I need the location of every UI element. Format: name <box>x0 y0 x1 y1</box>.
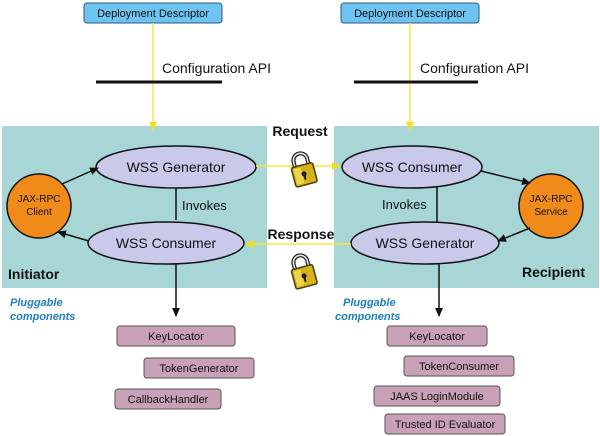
left-component-label: KeyLocator <box>148 331 204 343</box>
client-label-line1: JAX-RPC <box>18 194 61 205</box>
service-label-line1: JAX-RPC <box>530 194 573 205</box>
right-component-label: Trusted ID Evaluator <box>395 419 496 431</box>
right-deployment-descriptor: Deployment Descriptor <box>340 2 480 24</box>
padlock-icon <box>290 253 318 290</box>
recipient-label: Recipient <box>522 264 585 280</box>
right-wss-consumer: WSS Consumer <box>341 145 483 189</box>
consumer-to-service-arrow <box>480 170 531 185</box>
left-generator-label: WSS Generator <box>127 159 226 175</box>
response-label: Response <box>268 226 335 242</box>
left-component-callbackhandler: CallbackHandler <box>114 388 222 410</box>
right-component-label: JAAS LoginModule <box>390 391 484 403</box>
service-label-line2: Service <box>534 207 568 218</box>
left-consumer-label: WSS Consumer <box>116 235 217 251</box>
left-wss-consumer: WSS Consumer <box>87 221 245 265</box>
left-pluggable-line1: Pluggable <box>10 297 63 309</box>
right-component-trusted-id-evaluator: Trusted ID Evaluator <box>384 413 506 435</box>
right-invokes-label: Invokes <box>382 197 427 212</box>
consumer-to-client-arrow <box>57 230 90 242</box>
left-descriptor-label: Deployment Descriptor <box>97 8 209 20</box>
right-generator-label: WSS Generator <box>376 235 475 251</box>
right-component-label: TokenConsumer <box>419 361 499 373</box>
left-component-keylocator: KeyLocator <box>116 325 236 347</box>
jax-rpc-client: JAX-RPC Client <box>6 173 72 239</box>
left-component-label: TokenGenerator <box>160 363 239 375</box>
left-invokes-label: Invokes <box>182 198 227 213</box>
client-label-line2: Client <box>26 207 52 218</box>
right-consumer-label: WSS Consumer <box>362 159 463 175</box>
left-component-label: CallbackHandler <box>128 394 209 406</box>
right-component-tokenconsumer: TokenConsumer <box>403 355 515 377</box>
service-to-generator-arrow <box>497 227 531 242</box>
right-pluggable-line2: components <box>335 311 400 323</box>
padlock-icon <box>290 151 318 188</box>
right-component-jaas-loginmodule: JAAS LoginModule <box>373 385 501 407</box>
right-component-label: KeyLocator <box>409 331 465 343</box>
left-config-api-label: Configuration API <box>162 60 271 76</box>
right-component-keylocator: KeyLocator <box>386 325 488 347</box>
initiator-label: Initiator <box>8 266 60 282</box>
left-pluggable-line2: components <box>10 311 75 323</box>
right-descriptor-label: Deployment Descriptor <box>354 8 466 20</box>
jax-rpc-service: JAX-RPC Service <box>518 173 584 239</box>
left-wss-generator: WSS Generator <box>95 145 257 189</box>
left-component-tokengenerator: TokenGenerator <box>143 357 255 379</box>
right-config-api-label: Configuration API <box>420 60 529 76</box>
right-wss-generator: WSS Generator <box>350 221 500 265</box>
client-to-generator-arrow <box>61 167 99 185</box>
right-pluggable-line1: Pluggable <box>343 297 396 309</box>
request-label: Request <box>272 123 328 139</box>
left-deployment-descriptor: Deployment Descriptor <box>83 2 223 24</box>
